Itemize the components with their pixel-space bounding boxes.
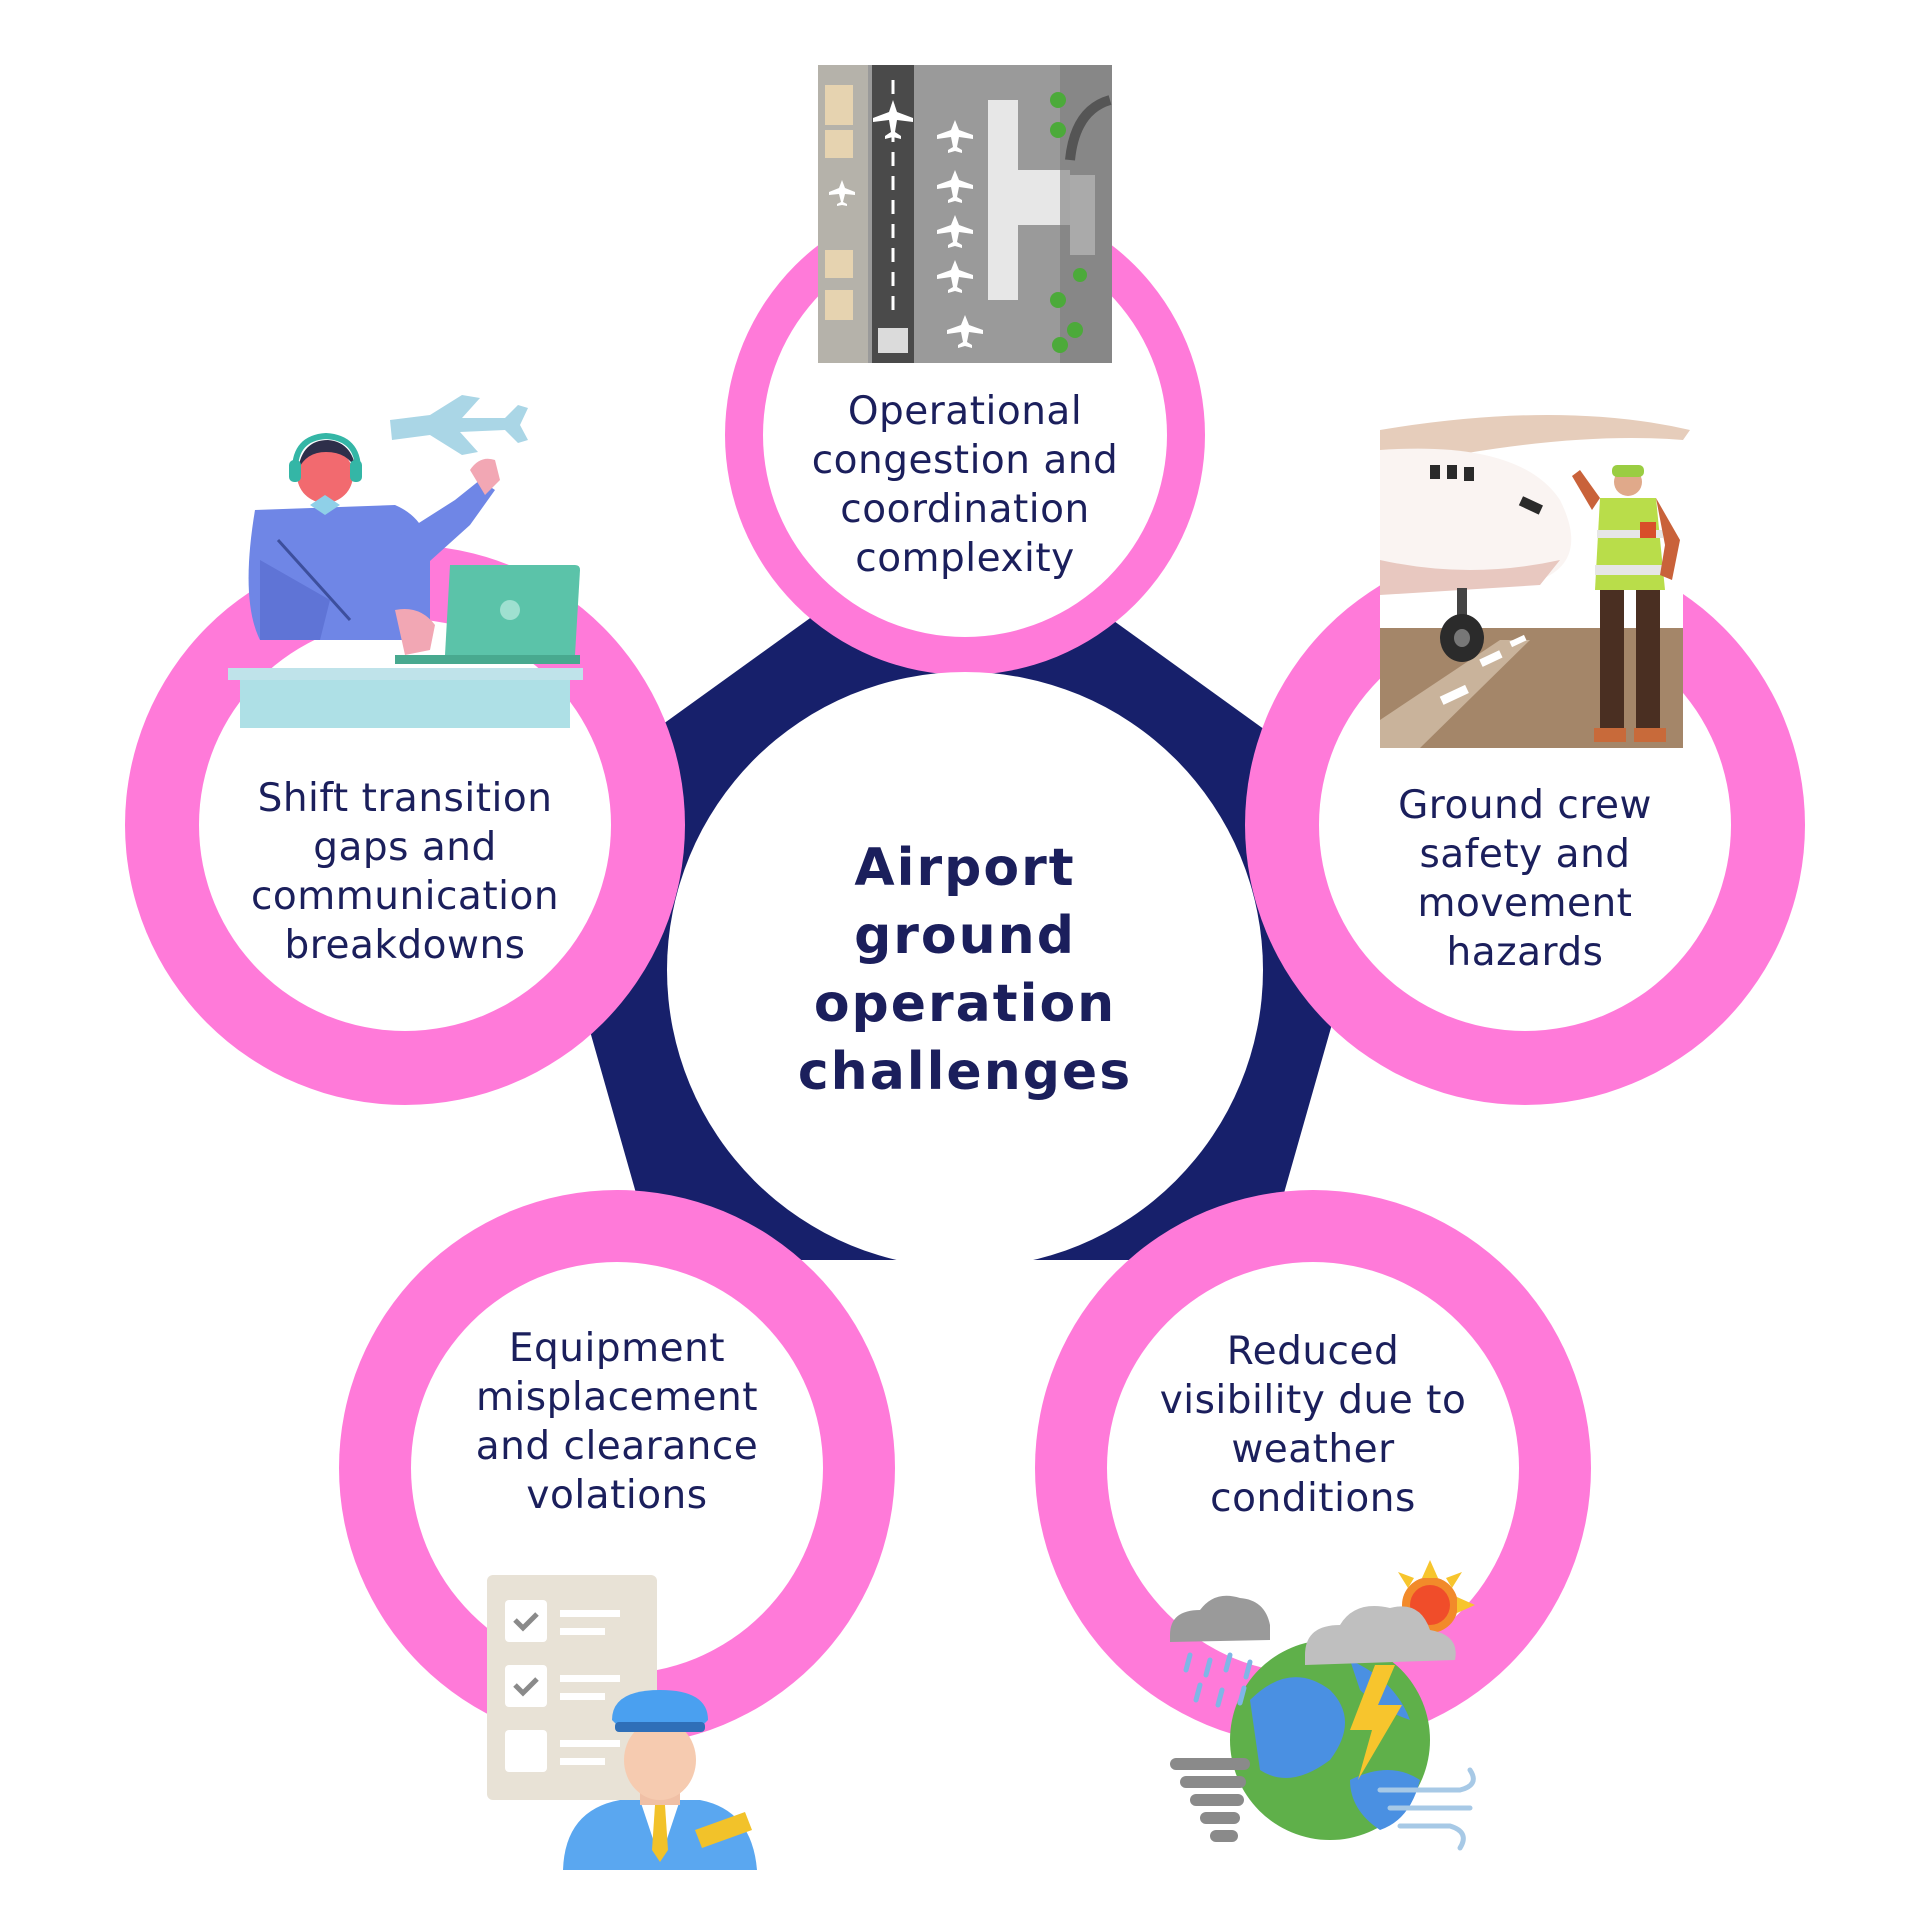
center-title: Airport ground operation challenges [797, 838, 1133, 1102]
airport-aerial-map-image [818, 65, 1112, 363]
node-label-right: Ground crew safety and movement hazards [1398, 783, 1652, 975]
weather-globe-image [1170, 1560, 1476, 1851]
ring-bottom-right-inner [1107, 1262, 1519, 1674]
node-label-bottom-left: Equipment misplacement and clearance vol… [475, 1326, 759, 1518]
ground-crew-marshaller-image [1380, 415, 1690, 748]
node-label-left: Shift transition gaps and communication … [250, 776, 560, 968]
controller-at-laptop-image [228, 395, 583, 728]
node-label-top: Operational congestion and coordination … [811, 389, 1119, 581]
inspector-checklist-image [487, 1575, 757, 1870]
center-circle [667, 672, 1263, 1268]
ring-bottom-left-inner [411, 1262, 823, 1674]
node-label-bottom-right: Reduced visibility due to weather condit… [1159, 1329, 1467, 1521]
